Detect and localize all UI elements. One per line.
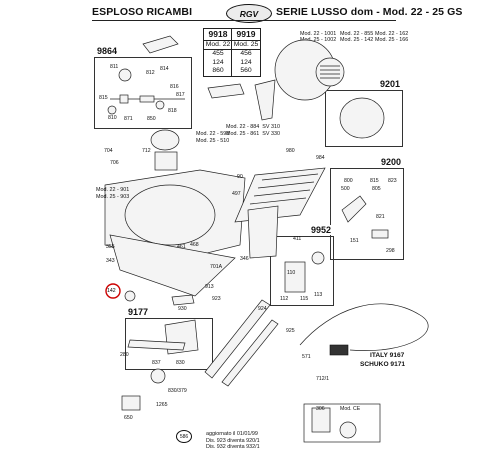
cable-schuko-label: SCHUKO 9171 [360, 361, 406, 368]
motor-part [150, 129, 180, 151]
part-number: 837 [152, 360, 161, 366]
circle-label-142: 142 [107, 288, 116, 294]
part-number: 817 [176, 92, 185, 98]
highlighted-part-marker [105, 283, 121, 299]
part-number: 411 [293, 236, 302, 242]
part-number: 913 [205, 284, 214, 290]
part-number: 113 [314, 292, 323, 298]
part-number: 810 [108, 115, 117, 121]
note-mod-884: Mod. 22 - 884 SV 310 Mod. 25 - 861 SV 33… [226, 124, 280, 137]
ce-left-number: 306 [316, 406, 325, 412]
part-number: 823 [388, 178, 397, 184]
part-number: 924 [258, 306, 267, 312]
part-number: 115 [300, 296, 309, 302]
group-panel-9864: 9864 [94, 46, 192, 129]
part-number: 818 [168, 108, 177, 114]
note-mod-901: Mod. 22 - 901 Mod. 25 - 903 [96, 187, 130, 200]
top-handle-part [142, 35, 179, 54]
part-number: 830/379 [168, 388, 187, 394]
revision-stamp: 586 [176, 430, 192, 443]
group-panel-9200: 9200 [330, 157, 404, 260]
part-number: 871 [124, 116, 133, 122]
power-cable-part [299, 303, 429, 351]
part-number: 1265 [156, 402, 168, 408]
part-number: 923 [212, 296, 221, 302]
part-number: 497 [232, 191, 241, 197]
part-number: 346 [240, 256, 249, 262]
part-number: 930 [178, 306, 187, 312]
part-number: 830 [176, 360, 185, 366]
carriage-plate-part [109, 234, 236, 297]
part-number: 112 [280, 296, 289, 302]
group-panel-9952: 9952 [270, 225, 334, 306]
part-number: 980 [286, 148, 295, 154]
part-number: 280 [120, 352, 129, 358]
group-panel-9177: 9177 [125, 307, 213, 370]
part-number: 850 [147, 116, 156, 122]
part-number: 812 [146, 70, 155, 76]
code-box-9919: 9919 Mod. 25 456 124 560 [231, 28, 261, 77]
part-number: 712/1 [316, 376, 329, 382]
slide-rail-part [204, 299, 271, 379]
part-number: 984 [316, 155, 325, 161]
part-number: 821 [376, 214, 385, 220]
part-number: 925 [286, 328, 295, 334]
part-number: 701A [210, 264, 223, 270]
note-model-4: Mod. 25 - 142 [340, 37, 374, 43]
sharpener-part [339, 97, 385, 139]
part-number: 500 [341, 186, 350, 192]
part-number: 355 [106, 244, 115, 250]
cable-italy-label: ITALY 9167 [370, 352, 405, 359]
part-number: 650 [124, 415, 133, 421]
brand-logo: RGV [226, 4, 272, 23]
part-number: 298 [386, 248, 395, 254]
part-number: 461 [177, 244, 186, 250]
part-number: 805 [372, 186, 381, 192]
part-number: 151 [350, 238, 359, 244]
part-number: 571 [302, 354, 311, 360]
note-model-5: Mod. 22 - 162 [375, 31, 409, 37]
part-number: 800 [344, 178, 353, 184]
code-box-9918: 9918 Mod. 22 455 124 860 [203, 28, 233, 77]
note-model-3: Mod. 22 - 855 [340, 31, 374, 37]
note-model-2: Mod. 25 - 1002 [300, 37, 337, 43]
ce-model-label: Mod. CE [340, 406, 361, 412]
circle-label-90: 90 [237, 174, 243, 180]
note-model-1: Mod. 22 - 1001 [300, 31, 337, 37]
part-number: 343 [106, 258, 115, 264]
sheet-title-left: ESPLOSO RICAMBI [92, 6, 193, 18]
sheet-title-right: SERIE LUSSO dom - Mod. 22 - 25 GS [276, 6, 463, 18]
part-number: 811 [110, 64, 119, 70]
part-number: 706 [110, 160, 119, 166]
note-mod-598: Mod. 22 - 598 Mod. 25 - 510 [196, 131, 230, 144]
part-number: 815 [370, 178, 379, 184]
revision-notes: aggiornato il 01/01/99 Dis. 923 diventa … [206, 431, 260, 450]
part-number: 816 [170, 84, 179, 90]
header-rule [92, 20, 396, 21]
part-number: 712 [142, 148, 151, 154]
part-number: 704 [104, 148, 113, 154]
part-number: 815 [99, 95, 108, 101]
part-number: 110 [287, 270, 296, 276]
group-panel-9201: 9201 [325, 79, 403, 147]
note-model-6: Mod. 25 - 166 [375, 37, 409, 43]
part-number: 814 [160, 66, 169, 72]
gear-part [118, 68, 132, 82]
part-number: 468 [190, 242, 199, 248]
